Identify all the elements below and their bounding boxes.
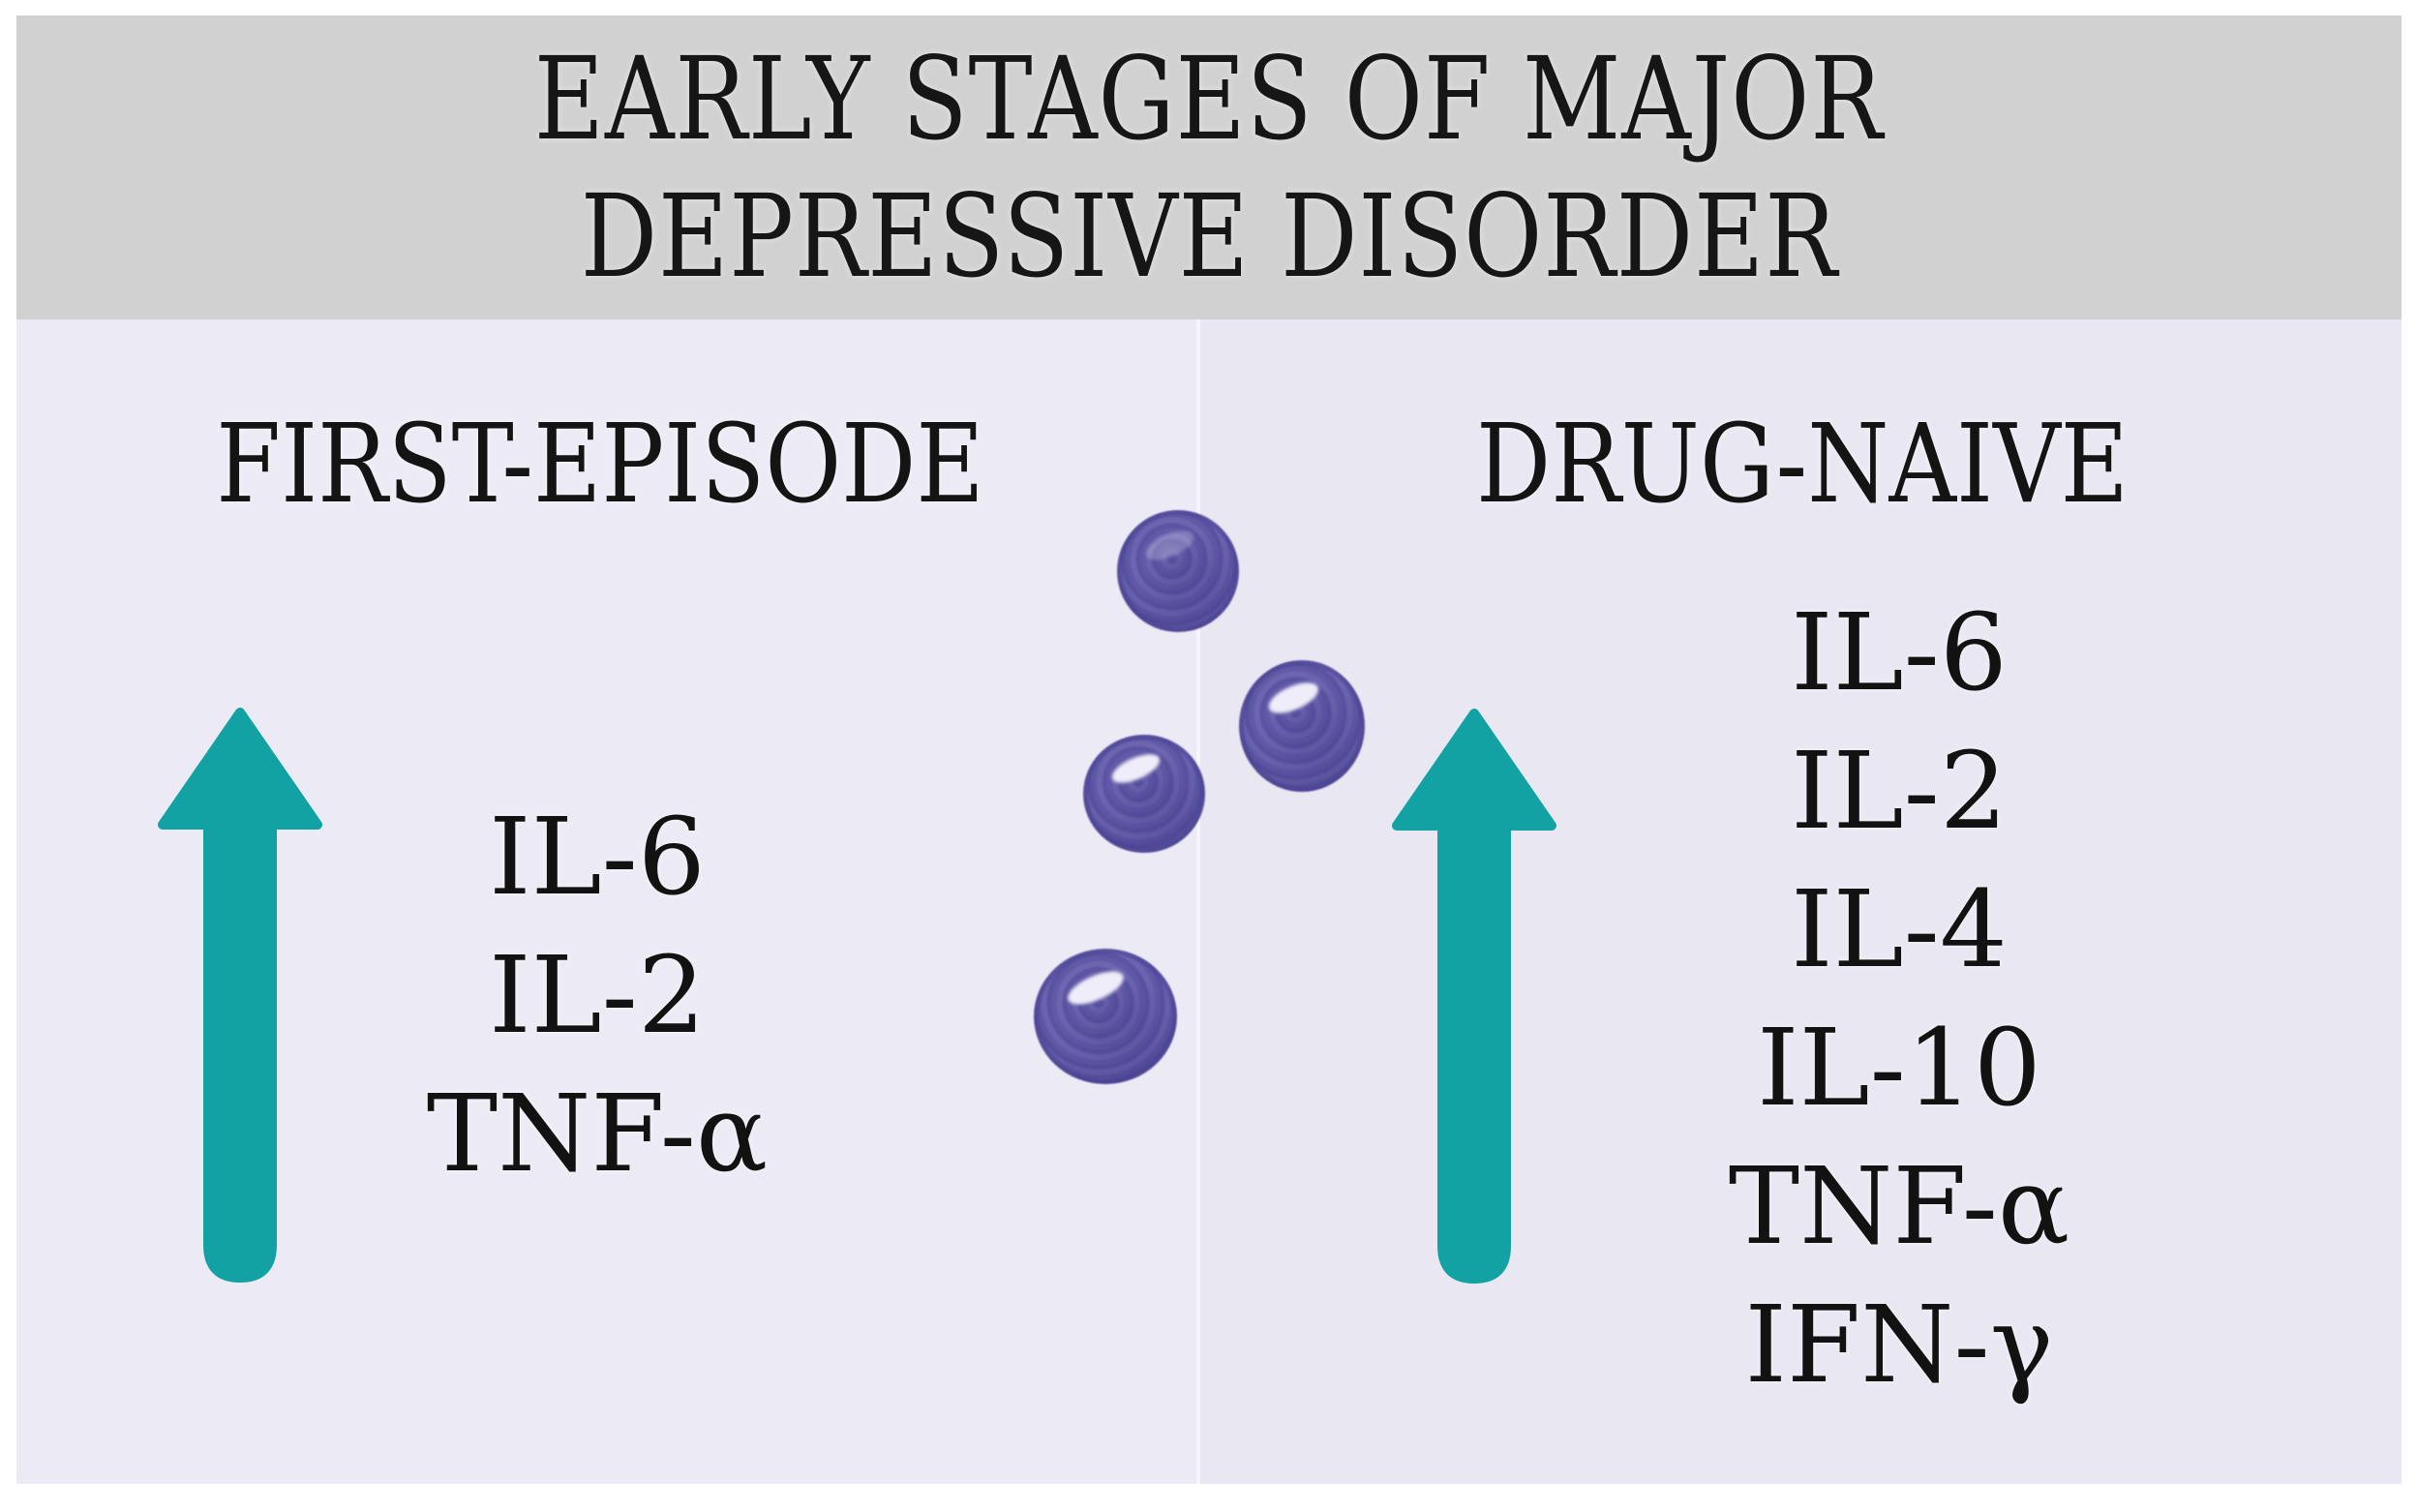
immune-cell-icon	[1239, 660, 1365, 792]
cytokine-item: IL-2	[1791, 729, 2008, 853]
cytokine-item: TNF-α	[1728, 1144, 2070, 1268]
cytokine-list-drug-naive: IL-6 IL-2 IL-4 IL-10 TNF-α IFN-γ	[1318, 584, 2417, 1414]
panel-drug-naive	[1198, 319, 2402, 1484]
cell-highlight	[1141, 525, 1197, 566]
figure-body	[16, 319, 2402, 1484]
up-arrow-icon	[1392, 709, 1556, 1284]
immune-cell-icon	[1117, 510, 1239, 632]
cytokine-list-first-episode: IL-6 IL-2 TNF-α	[16, 788, 1178, 1203]
immune-cell-icon	[1034, 949, 1177, 1084]
cytokine-item: IFN-γ	[1744, 1283, 2054, 1406]
cytokine-item: IL-6	[489, 795, 706, 919]
heading-drug-naive: DRUG-NAIVE	[1476, 402, 2129, 528]
cell-highlight	[1107, 748, 1163, 790]
figure-header: EARLY STAGES OF MAJOR DEPRESSIVE DISORDE…	[16, 15, 2402, 319]
immune-cell-icon	[1083, 735, 1205, 853]
figure-title-line-2: DEPRESSIVE DISORDER	[580, 169, 1838, 303]
cell-highlight	[1063, 964, 1129, 1012]
cell-highlight	[1263, 677, 1322, 720]
cytokine-item: IL-10	[1757, 1006, 2041, 1130]
cytokine-item: IL-6	[1791, 590, 2008, 714]
up-arrow-icon	[158, 708, 322, 1283]
heading-first-episode: FIRST-EPISODE	[216, 402, 984, 528]
figure-title-line-1: EARLY STAGES OF MAJOR	[533, 32, 1885, 166]
cytokine-item: TNF-α	[426, 1072, 769, 1195]
cytokine-item: IL-2	[489, 933, 706, 1057]
cytokine-item: IL-4	[1791, 867, 2008, 991]
panel-divider	[1196, 319, 1200, 1484]
